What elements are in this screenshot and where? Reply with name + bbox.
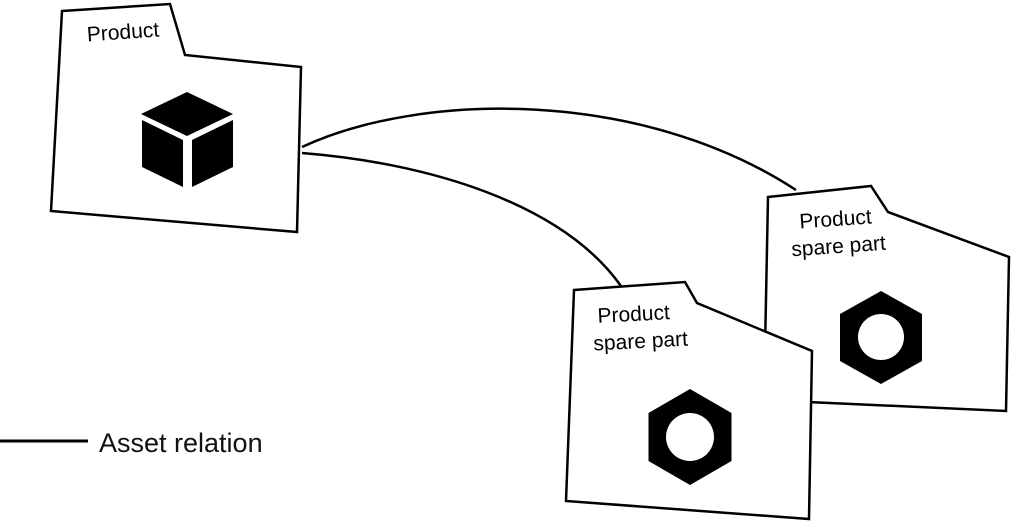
cube-left-face: [142, 120, 183, 187]
cube-top-face: [141, 92, 233, 136]
folder-label-line1: Product: [799, 206, 873, 234]
legend: Asset relation: [0, 428, 263, 458]
cube-icon: [141, 92, 233, 187]
folder-product: Product: [49, 2, 303, 234]
folder-label-line2: spare part: [593, 328, 689, 356]
folder-label-line1: Product: [86, 18, 160, 46]
folder-label-line1: Product: [597, 301, 671, 328]
cube-right-face: [192, 120, 233, 187]
legend-label: Asset relation: [99, 428, 263, 458]
relation-line-product-to-spare-right: [301, 107, 797, 192]
relation-line-product-to-spare-middle: [301, 151, 623, 287]
nut-icon: [648, 389, 732, 485]
folder-product-spare-part-middle: Product spare part: [564, 280, 814, 521]
nut-icon: [840, 291, 922, 384]
folder-product-spare-part-right: Product spare part: [762, 184, 1011, 413]
